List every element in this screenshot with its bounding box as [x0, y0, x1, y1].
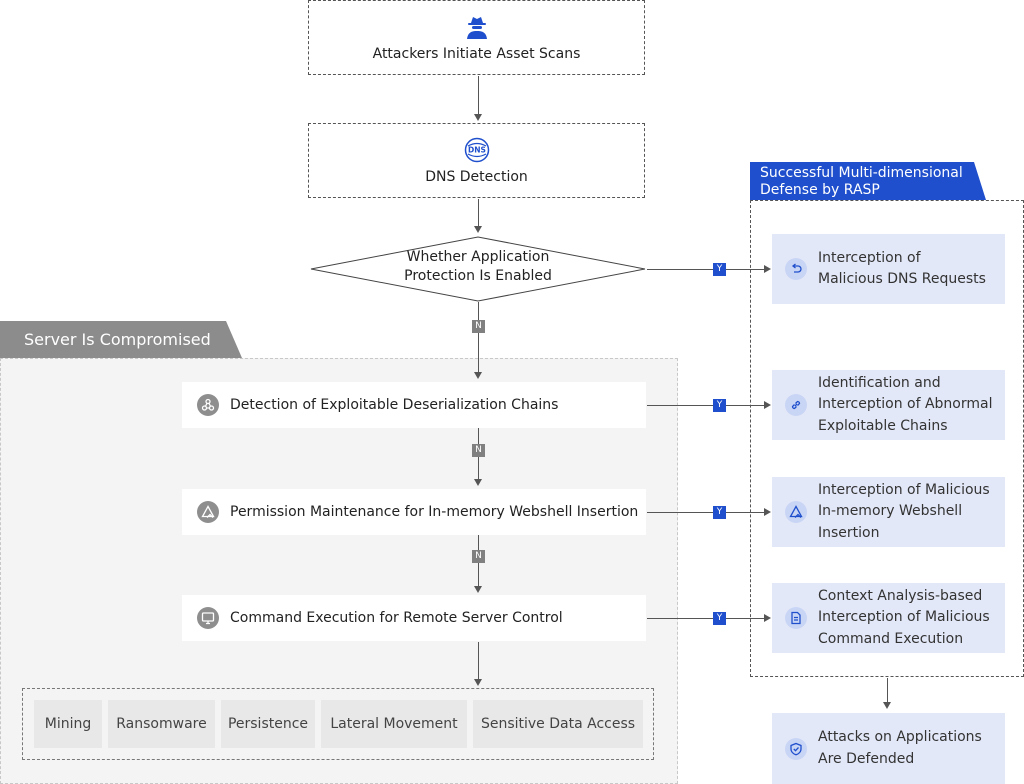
- link-icon: [785, 394, 807, 416]
- dns-box: DNS DNS Detection: [308, 123, 645, 198]
- webshell-icon: [785, 501, 807, 523]
- rasp-title-line-2: Defense by RASP: [760, 182, 880, 198]
- defense-line: Exploitable Chains: [818, 417, 948, 434]
- decision-line-1: Whether Application: [406, 249, 550, 265]
- dns-label: DNS Detection: [425, 168, 528, 185]
- shield-check-icon: [785, 737, 807, 760]
- outcome-lateral-movement: Lateral Movement: [321, 700, 467, 748]
- arrow-tip: [474, 226, 482, 233]
- defense-dns: Interception of Malicious DNS Requests: [772, 234, 1005, 304]
- arrow-decision-step1: [478, 302, 479, 374]
- decision-diamond: [310, 236, 646, 302]
- result-line: Are Defended: [818, 750, 915, 767]
- arrow-yes-dns: [647, 269, 765, 270]
- outcomes-box: [22, 688, 654, 760]
- document-icon: [785, 607, 807, 629]
- defense-label: Interception of Malicious DNS Requests: [818, 248, 986, 291]
- arrow-tip: [474, 372, 482, 379]
- defense-line: Malicious DNS Requests: [818, 271, 986, 287]
- defense-command: Context Analysis-based Interception of M…: [772, 583, 1005, 653]
- compromised-title: Server Is Compromised: [0, 321, 242, 358]
- undo-icon: [785, 258, 807, 280]
- defense-label: Interception of Malicious In-memory Webs…: [818, 480, 990, 545]
- yes-badge: Y: [713, 263, 726, 276]
- defense-line: Context Analysis-based: [818, 587, 983, 604]
- no-badge: N: [472, 550, 485, 563]
- arrow-tip: [883, 702, 891, 709]
- webshell-icon: [197, 501, 219, 523]
- arrow-tip: [764, 401, 771, 409]
- defense-line: Interception of: [818, 249, 921, 266]
- arrow-tip: [764, 614, 771, 622]
- dns-icon: DNS: [464, 137, 489, 162]
- attackers-box: Attackers Initiate Asset Scans: [308, 0, 645, 75]
- yes-badge: Y: [713, 506, 726, 519]
- defense-line: Interception of Malicious: [818, 481, 990, 498]
- arrow-attackers-dns: [478, 76, 479, 116]
- defense-line: Command Execution: [818, 630, 964, 647]
- arrow-tip: [474, 679, 482, 686]
- attackers-label: Attackers Initiate Asset Scans: [372, 45, 581, 62]
- defense-line: In-memory Webshell: [818, 503, 963, 520]
- arrow-yes-webshell: [647, 512, 765, 513]
- yes-badge: Y: [713, 612, 726, 625]
- result-line: Attacks on Applications: [818, 729, 982, 745]
- arrow-step3-outcomes: [478, 642, 479, 680]
- defense-label: Context Analysis-based Interception of M…: [818, 586, 990, 651]
- step-label: Detection of Exploitable Deserialization…: [230, 397, 559, 413]
- defense-line: Identification and: [818, 374, 941, 391]
- step-label: Permission Maintenance for In-memory Web…: [230, 504, 639, 520]
- result-box: Attacks on Applications Are Defended: [772, 713, 1005, 784]
- arrow-rasp-result: [887, 678, 888, 703]
- step-webshell: Permission Maintenance for In-memory Web…: [182, 489, 646, 535]
- svg-text:DNS: DNS: [468, 145, 486, 154]
- arrow-tip: [474, 114, 482, 121]
- step-command-execution: Command Execution for Remote Server Cont…: [182, 595, 646, 641]
- no-badge: N: [472, 320, 485, 333]
- no-badge: N: [472, 444, 485, 457]
- result-label: Attacks on Applications Are Defended: [818, 727, 982, 770]
- defense-chains: Identification and Interception of Abnor…: [772, 370, 1005, 440]
- arrow-tip: [764, 265, 771, 273]
- decision-line-2: Protection Is Enabled: [404, 268, 552, 284]
- outcome-persistence: Persistence: [221, 700, 315, 748]
- outcome-sensitive-data-access: Sensitive Data Access: [473, 700, 643, 748]
- arrow-yes-chains: [647, 405, 765, 406]
- arrow-dns-decision: [478, 199, 479, 227]
- defense-line: Interception of Abnormal: [818, 396, 993, 413]
- step-deserialization: Detection of Exploitable Deserialization…: [182, 382, 646, 428]
- arrow-tip: [764, 508, 771, 516]
- hacker-icon: [466, 16, 487, 39]
- chain-nodes-icon: [197, 394, 219, 416]
- decision-text: Whether Application Protection Is Enable…: [380, 248, 576, 286]
- defense-label: Identification and Interception of Abnor…: [818, 373, 992, 438]
- rasp-title-line-1: Successful Multi-dimensional: [760, 165, 963, 181]
- step-label: Command Execution for Remote Server Cont…: [230, 610, 563, 626]
- terminal-icon: [197, 607, 219, 629]
- outcome-mining: Mining: [34, 700, 102, 748]
- yes-badge: Y: [713, 399, 726, 412]
- arrow-tip: [474, 586, 482, 593]
- arrow-tip: [474, 479, 482, 486]
- defense-webshell: Interception of Malicious In-memory Webs…: [772, 477, 1005, 547]
- rasp-title: Successful Multi-dimensional Defense by …: [750, 162, 986, 200]
- arrow-yes-command: [647, 618, 765, 619]
- defense-line: Insertion: [818, 524, 880, 541]
- outcome-ransomware: Ransomware: [108, 700, 215, 748]
- defense-line: Interception of Malicious: [818, 609, 990, 626]
